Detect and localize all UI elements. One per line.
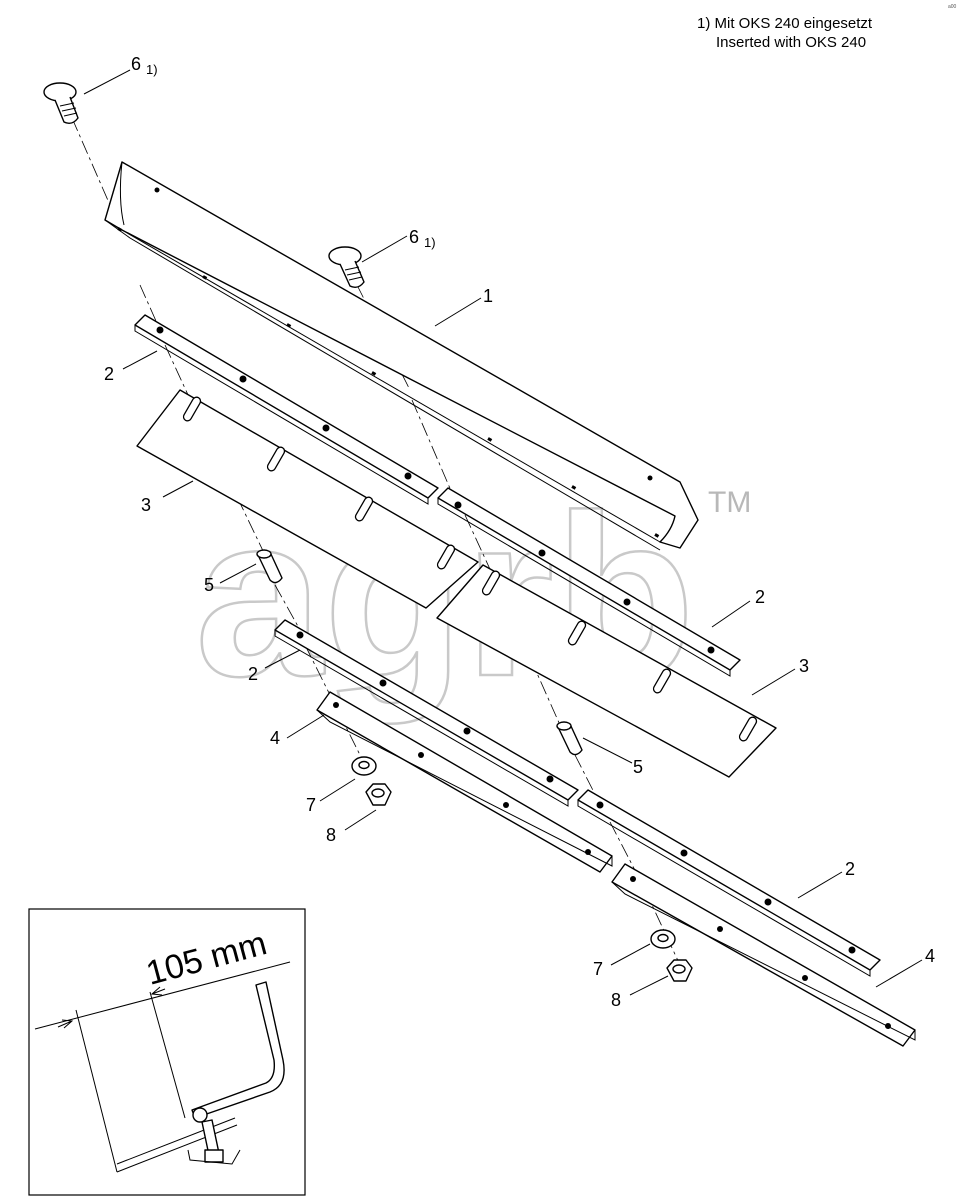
callout-2-d: 2 xyxy=(845,859,855,879)
corner-code: a00 xyxy=(948,4,957,10)
part-2-flat-bar-b xyxy=(437,487,741,677)
part-2-flat-bar-c xyxy=(274,619,579,807)
part-2-flat-bar-d xyxy=(577,789,881,977)
callout-2-a: 2 xyxy=(104,364,114,384)
callout-6-left-note: 1) xyxy=(146,62,158,77)
part-7-washer-left xyxy=(351,756,377,776)
part-3-rubber-strip-a xyxy=(136,389,479,609)
part-8-nut-left xyxy=(365,783,392,806)
part-8-nut-right xyxy=(666,959,693,982)
part-5-pin-left xyxy=(256,549,283,584)
callout-3-b: 3 xyxy=(799,656,809,676)
callout-7-a: 7 xyxy=(306,795,316,815)
part-4-angle-b xyxy=(611,863,916,1047)
part-2-flat-bar-a xyxy=(134,314,439,505)
part-5-pin-right xyxy=(556,721,583,756)
part-4-angle-a xyxy=(316,691,613,873)
callout-8-a: 8 xyxy=(326,825,336,845)
footnote-line2: Inserted with OKS 240 xyxy=(716,34,866,51)
callout-5-a: 5 xyxy=(204,575,214,595)
callout-4-a: 4 xyxy=(270,728,280,748)
callout-3-a: 3 xyxy=(141,495,151,515)
leader-lines xyxy=(83,69,923,996)
callout-6-left: 6 xyxy=(131,54,141,74)
part-6-bolt-right xyxy=(328,246,365,289)
watermark-trademark: TM xyxy=(708,486,751,519)
callout-8-b: 8 xyxy=(611,990,621,1010)
part-6-bolt-left xyxy=(43,82,79,125)
part-1-angle-profile xyxy=(104,161,699,551)
inset-detail: 105 mm xyxy=(28,908,306,1196)
callout-4-b: 4 xyxy=(925,946,935,966)
callout-2-b: 2 xyxy=(755,587,765,607)
part-7-washer-right xyxy=(650,929,676,949)
callout-1: 1 xyxy=(483,286,493,306)
part-3-rubber-strip-b xyxy=(436,564,777,778)
callout-labels: 6 1) 6 1) 1 2 3 5 2 2 3 5 4 7 8 2 4 7 8 xyxy=(104,54,935,1010)
callout-6-right: 6 xyxy=(409,227,419,247)
callout-7-b: 7 xyxy=(593,959,603,979)
callout-6-right-note: 1) xyxy=(424,235,436,250)
footnote-line1: 1) Mit OKS 240 eingesetzt xyxy=(697,15,873,32)
callout-5-b: 5 xyxy=(633,757,643,777)
callout-2-c: 2 xyxy=(248,664,258,684)
